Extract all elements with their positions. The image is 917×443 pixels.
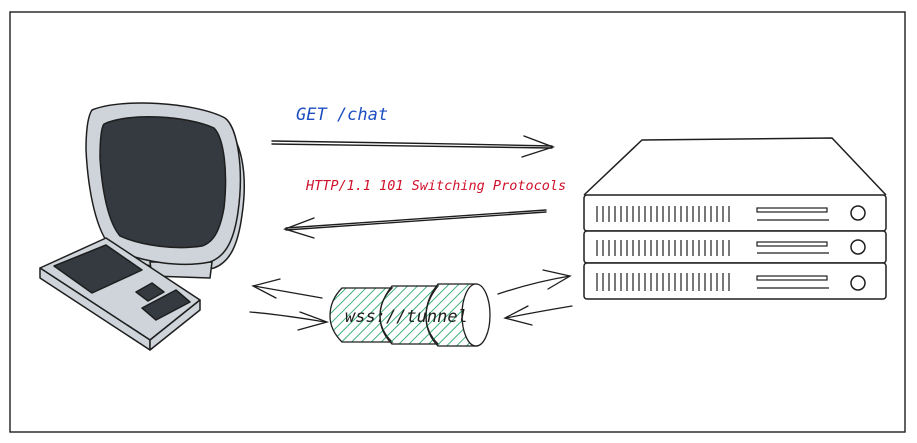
diagram-frame [9,11,906,433]
request-label: GET /chat [296,105,388,125]
desktop-computer-icon [39,102,245,351]
monitor-screen [99,116,227,249]
server-unit-2-vents [596,240,730,256]
tunnel-cylinder [329,283,491,347]
response-arrow [282,209,547,239]
tunnel-label: wss://tunnel [345,307,468,327]
server-unit-3-power-button [850,275,866,291]
response-label: HTTP/1.1 101 Switching Protocols [305,178,566,194]
tunnel-right-arrows [497,269,573,326]
keyboard-keys [53,244,143,294]
server-unit-3-vents [596,273,730,291]
request-arrow [271,135,556,158]
tunnel-left-arrows [249,278,330,331]
server-unit-2-power-button [850,239,866,255]
server-unit-1-vents [596,206,730,222]
server-unit-1-power-button [850,205,866,221]
server-rack-icon [583,137,887,300]
